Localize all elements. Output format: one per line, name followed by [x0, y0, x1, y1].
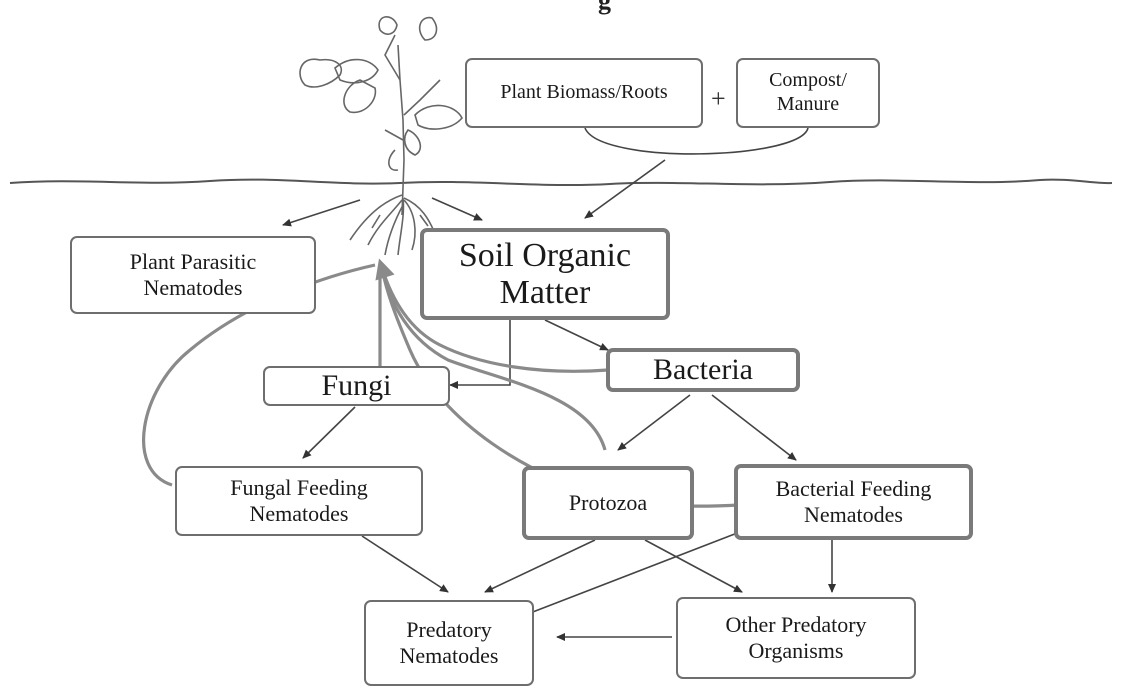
node-fungi-label: Fungi	[321, 369, 392, 403]
soil-surface-line	[9, 178, 1113, 187]
arrow-plant-to-parasitic	[282, 199, 361, 227]
arrow-som-to-bacteria	[544, 319, 609, 351]
node-parasitic-label-line1: Plant Parasitic	[129, 249, 257, 275]
node-other-predatory-organisms: Other Predatory Organisms	[676, 597, 916, 679]
node-som-label-line1: Soil Organic	[458, 236, 632, 274]
arrow-fungi-to-fungal-feeding	[302, 406, 356, 459]
node-fungal-feeding-label-line2: Nematodes	[249, 501, 349, 526]
node-protozoa: Protozoa	[522, 466, 694, 540]
node-plant-biomass-label: Plant Biomass/Roots	[500, 81, 668, 104]
node-bacterial-feeding-label-line1: Bacterial Feeding	[775, 476, 932, 502]
node-compost-label-line2: Manure	[776, 93, 840, 115]
node-bacterial-feeding-nematodes: Bacterial Feeding Nematodes	[734, 464, 973, 540]
node-predatory-label-line1: Predatory	[406, 617, 492, 643]
arrow-som-to-fungi	[449, 318, 511, 389]
node-fungi: Fungi	[263, 366, 450, 406]
arrow-inputs-to-som	[584, 159, 666, 219]
node-predatory-nematodes: Predatory Nematodes	[364, 600, 534, 686]
node-predatory-label-line2: Nematodes	[399, 643, 499, 668]
return-curve-bacteria	[375, 258, 609, 373]
return-curve-protozoa	[380, 267, 607, 451]
node-compost-label-line1: Compost/	[769, 69, 847, 92]
node-soil-organic-matter: Soil Organic Matter	[420, 228, 670, 320]
arrow-bacterial-feeding-to-predatory	[524, 529, 746, 616]
node-compost-manure: Compost/ Manure	[736, 58, 880, 128]
connector-inputs-merge	[584, 127, 809, 155]
plant-illustration	[299, 16, 463, 256]
arrow-bacteria-to-bacterial-feeding	[711, 394, 797, 461]
node-som-label-line2: Matter	[499, 274, 591, 311]
node-parasitic-label-line2: Nematodes	[143, 275, 243, 300]
arrow-protozoa-to-predatory	[484, 539, 596, 593]
node-protozoa-label: Protozoa	[568, 490, 648, 516]
title-fragment: g	[598, 0, 611, 15]
node-plant-parasitic-nematodes: Plant Parasitic Nematodes	[70, 236, 316, 314]
node-bacterial-feeding-label-line2: Nematodes	[804, 502, 903, 527]
node-fungal-feeding-nematodes: Fungal Feeding Nematodes	[175, 466, 423, 536]
arrow-bacteria-to-protozoa	[617, 394, 691, 451]
arrow-plant-to-som	[431, 197, 483, 221]
node-other-predatory-label-line1: Other Predatory	[725, 612, 867, 638]
arrow-protozoa-to-other-predatory	[644, 539, 743, 593]
plus-sign: +	[711, 84, 726, 113]
node-other-predatory-label-line2: Organisms	[748, 638, 844, 663]
node-fungal-feeding-label-line1: Fungal Feeding	[230, 475, 368, 501]
return-curve-fungal-feeding	[142, 263, 376, 487]
node-bacteria-label: Bacteria	[653, 353, 753, 387]
node-bacteria: Bacteria	[606, 348, 800, 392]
arrow-fungal-feeding-to-predatory	[361, 535, 449, 593]
node-plant-biomass: Plant Biomass/Roots	[465, 58, 703, 128]
